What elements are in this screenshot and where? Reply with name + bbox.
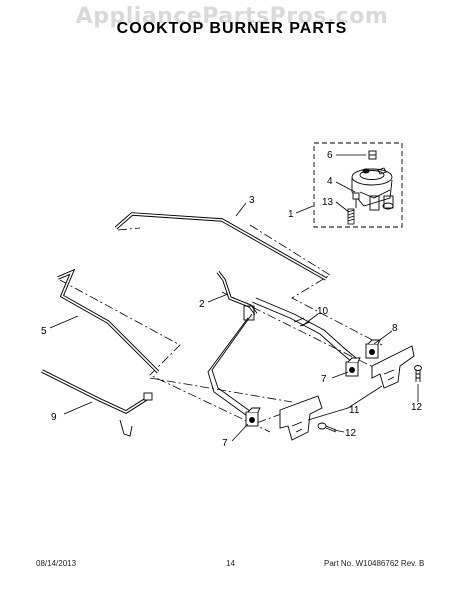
leader-lines bbox=[49, 202, 419, 442]
footer-page-number: 14 bbox=[226, 559, 235, 568]
callout-11: 11 bbox=[349, 405, 360, 416]
callout-13: 13 bbox=[322, 197, 334, 208]
callout-4: 4 bbox=[327, 176, 333, 187]
callout-9: 9 bbox=[51, 412, 57, 423]
callouts: 6 4 13 1 3 2 10 5 8 7 11 12 9 12 7 bbox=[41, 150, 423, 449]
part-2-tube bbox=[216, 270, 258, 316]
assembly-path-lines bbox=[59, 224, 383, 433]
part-8-valve bbox=[365, 339, 381, 359]
footer-date: 08/14/2013 bbox=[36, 559, 77, 568]
part-9-tube bbox=[41, 369, 153, 437]
burner-assembly-inset bbox=[295, 142, 403, 228]
callout-12-left: 12 bbox=[345, 428, 357, 439]
part-4-orifice bbox=[352, 192, 360, 208]
part-7-valve-lower bbox=[245, 407, 261, 427]
callout-8: 8 bbox=[392, 323, 398, 334]
part-7-valve-upper bbox=[345, 357, 361, 377]
burner-assembly-illustration bbox=[351, 167, 394, 211]
callout-10: 10 bbox=[317, 306, 329, 317]
part-12-screw-left bbox=[317, 422, 337, 433]
part-5-tube bbox=[57, 268, 160, 374]
part-11-bracket-right bbox=[371, 345, 415, 389]
callout-7-lower: 7 bbox=[222, 438, 228, 449]
part-11-bracket-left bbox=[279, 395, 323, 441]
watermark: AppliancePartsPros.com bbox=[75, 4, 389, 29]
footer-part-number: Part No. W10486762 Rev. B bbox=[324, 559, 425, 568]
part-10-manifold bbox=[207, 297, 357, 419]
callout-6: 6 bbox=[327, 150, 333, 161]
part-6-nut bbox=[368, 150, 377, 160]
callout-1: 1 bbox=[288, 209, 294, 220]
part-12-screw-right bbox=[414, 365, 422, 382]
part-13-spring bbox=[347, 208, 355, 225]
callout-5: 5 bbox=[41, 326, 47, 337]
part-3-tube bbox=[114, 212, 327, 281]
callout-7-upper: 7 bbox=[321, 374, 327, 385]
page-title: COOKTOP BURNER PARTS bbox=[116, 20, 348, 37]
callout-2: 2 bbox=[199, 299, 205, 310]
callout-12-right: 12 bbox=[411, 402, 423, 413]
callout-3: 3 bbox=[249, 195, 255, 206]
